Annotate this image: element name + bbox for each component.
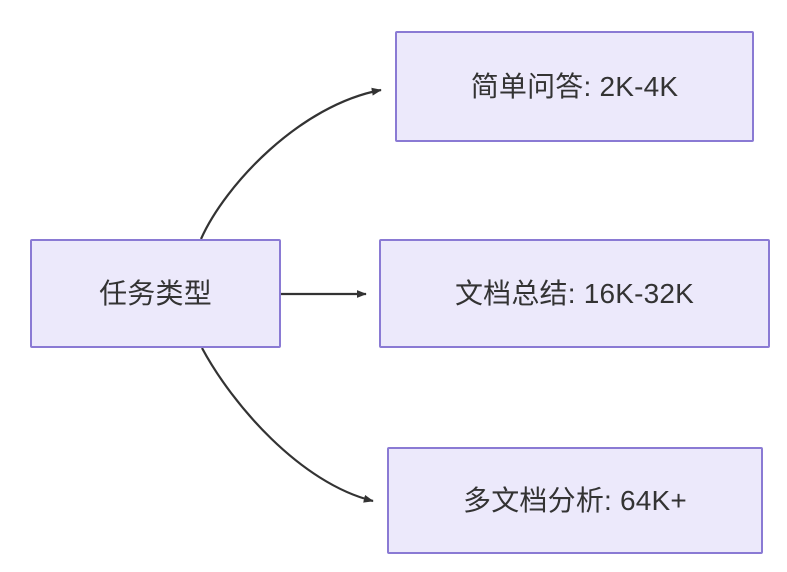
node-multi-document-analysis[interactable]: 多文档分析: 64K+ bbox=[387, 447, 763, 554]
node-document-summary-label: 文档总结: 16K-32K bbox=[454, 277, 695, 309]
node-document-summary[interactable]: 文档总结: 16K-32K bbox=[379, 239, 770, 348]
node-simple-qa-label: 简单问答: 2K-4K bbox=[470, 70, 679, 102]
node-task-type[interactable]: 任务类型 bbox=[30, 239, 281, 348]
node-simple-qa[interactable]: 简单问答: 2K-4K bbox=[395, 31, 754, 142]
node-multi-document-analysis-label: 多文档分析: 64K+ bbox=[463, 484, 687, 516]
edge-root-to-simple bbox=[199, 87, 382, 240]
node-task-type-label: 任务类型 bbox=[99, 277, 212, 309]
edge-root-to-multi bbox=[201, 347, 374, 503]
